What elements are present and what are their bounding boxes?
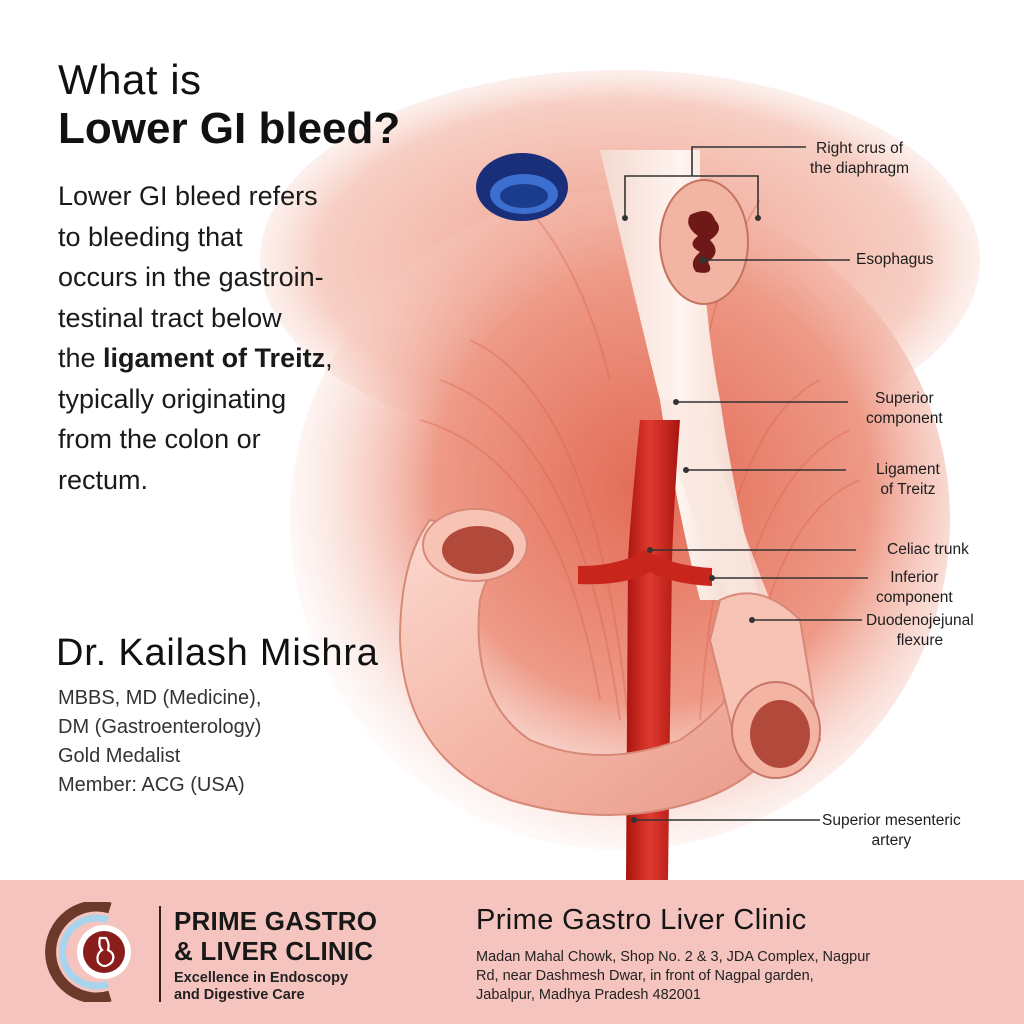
label-right-crus: Right crus of the diaphragm [810,139,909,179]
heading-line-1: What is [58,56,202,103]
intro-line: Lower GI bleed refers [58,181,318,211]
intro-text: Lower GI bleed refers to bleeding that o… [58,176,418,500]
label-line: Ligament [876,461,940,478]
label-line: Duodenojejunal [866,612,974,629]
intro-line: from the colon or [58,424,261,454]
logo-divider [159,906,161,1002]
brand-name-line-1: PRIME GASTRO [174,906,378,936]
intro-line: occurs in the gastroin- [58,262,324,292]
address-line: Rd, near Dashmesh Dwar, in front of Nagp… [476,968,814,984]
intro-line: to bleeding that [58,221,243,252]
intro-prefix: the [58,343,104,373]
label-superior-component: Superior component [866,389,943,429]
vena-cava-lumen [500,184,548,208]
esophagus-lumen [688,211,719,273]
duodenum-lumen [442,526,514,574]
address-line: Madan Mahal Chowk, Shop No. 2 & 3, JDA C… [476,949,871,965]
label-line: of Treitz [880,481,936,498]
clinic-name: Prime Gastro Liver Clinic [476,904,807,936]
intro-line: testinal tract below [58,302,282,333]
credential-line: DM (Gastroenterology) [58,716,262,738]
label-line: Superior mesenteric [822,812,961,829]
label-esophagus: Esophagus [856,251,934,268]
clinic-logo [45,902,131,1002]
credential-line: Member: ACG (USA) [58,774,245,796]
brand-name-line-2: & LIVER CLINIC [174,936,374,966]
label-line: Inferior [890,569,939,586]
celiac-trunk-vessel [578,550,712,586]
label-superior-mesenteric-artery: Superior mesenteric artery [822,811,961,851]
intro-suffix: , [325,343,333,373]
logo-outer-arc [45,902,112,1002]
address-line: Jabalpur, Madhya Pradesh 482001 [476,987,701,1003]
label-line: artery [871,832,912,849]
heading-line-2: Lower GI bleed? [58,104,401,153]
intro-line: the ligament of Treitz, [58,338,418,379]
label-inferior-component: Inferior component [876,568,953,608]
label-line: component [866,410,943,427]
footer-banner [0,880,1024,1024]
label-line: the diaphragm [810,160,910,177]
credential-line: MBBS, MD (Medicine), [58,687,262,709]
logo-blue-arc [59,914,110,990]
clinic-address: Madan Mahal Chowk, Shop No. 2 & 3, JDA C… [476,948,996,1005]
label-line: flexure [896,632,944,649]
label-line: Right crus of [816,140,904,157]
credential-line: Gold Medalist [58,745,181,767]
label-line: component [876,589,953,606]
leader-dots [622,215,761,823]
label-duodenojejunal-flexure: Duodenojejunal flexure [866,611,974,651]
brand-tagline-line-1: Excellence in Endoscopy [174,970,349,986]
brand-tagline-line-2: and Digestive Care [174,987,305,1003]
ligament-emphasis: ligament of Treitz [103,343,326,373]
leader-lines [624,146,868,821]
doctor-name: Dr. Kailash Mishra [56,632,379,674]
logo-inner-disc [83,931,125,973]
stomach-icon [96,936,115,968]
intro-line: rectum. [58,464,149,495]
label-ligament-treitz: Ligament of Treitz [876,460,940,500]
jejunum-lumen [750,700,810,768]
anatomy-illustration [260,70,980,880]
doctor-credentials: MBBS, MD (Medicine), DM (Gastroenterolog… [58,684,261,800]
intro-line: typically originating [58,383,287,414]
label-celiac-trunk: Celiac trunk [887,541,969,558]
label-line: Superior [875,390,934,407]
